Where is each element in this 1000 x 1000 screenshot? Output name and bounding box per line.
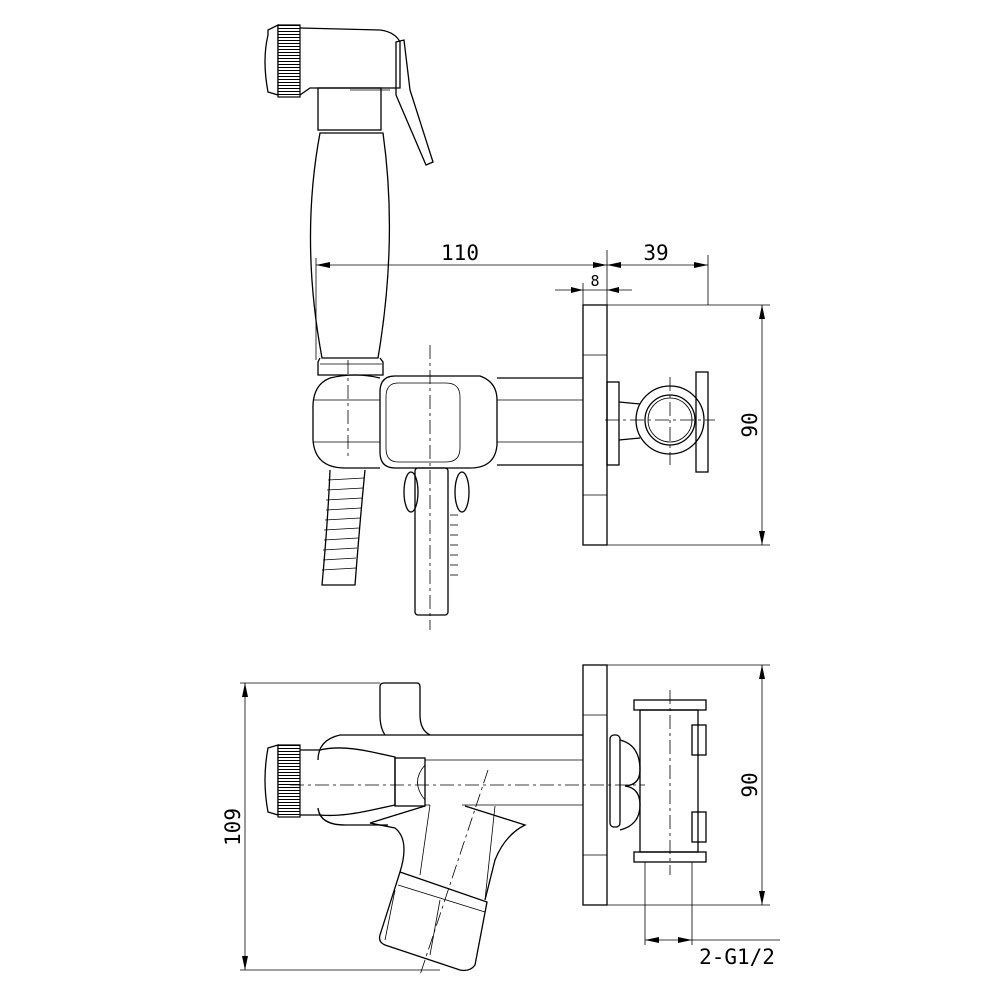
- dimension-109: 109: [221, 682, 440, 971]
- dimension-90-front: 90: [738, 665, 765, 905]
- dimension-label-90-top: 90: [738, 412, 762, 437]
- arm-pipe: [497, 377, 583, 466]
- hose: [321, 469, 366, 586]
- connector: [605, 371, 715, 473]
- holder: [312, 374, 498, 469]
- wall-plate-side: [582, 664, 770, 906]
- connector-body: [609, 690, 707, 945]
- dimension-g12: 2-G1/2: [645, 937, 780, 969]
- dimension-39: 39: [607, 241, 708, 268]
- angled-outlet: [369, 769, 527, 976]
- valve-stub: [379, 682, 431, 736]
- top-view: 110 39 8 90: [264, 23, 770, 630]
- wall-plate: [582, 255, 770, 546]
- spray-head-side: [264, 744, 426, 818]
- dimension-label-90-front: 90: [738, 772, 762, 797]
- knurled-ring: [277, 24, 301, 98]
- front-view: 109 90 2-G1/2: [221, 664, 780, 976]
- outlet-stem: [403, 467, 470, 616]
- dimension-label-109: 109: [221, 808, 245, 846]
- dimension-8: 8: [555, 272, 632, 305]
- dimension-label-39: 39: [643, 241, 668, 265]
- spray-head: [264, 23, 434, 166]
- dimension-90-top: 90: [738, 305, 765, 545]
- dimension-110: 110: [315, 241, 608, 360]
- dimension-label-110: 110: [441, 241, 479, 265]
- dimension-label-connection: 2-G1/2: [699, 945, 775, 969]
- dimension-label-8: 8: [590, 272, 599, 290]
- handle-body: [309, 132, 391, 359]
- trigger-lever: [395, 39, 434, 166]
